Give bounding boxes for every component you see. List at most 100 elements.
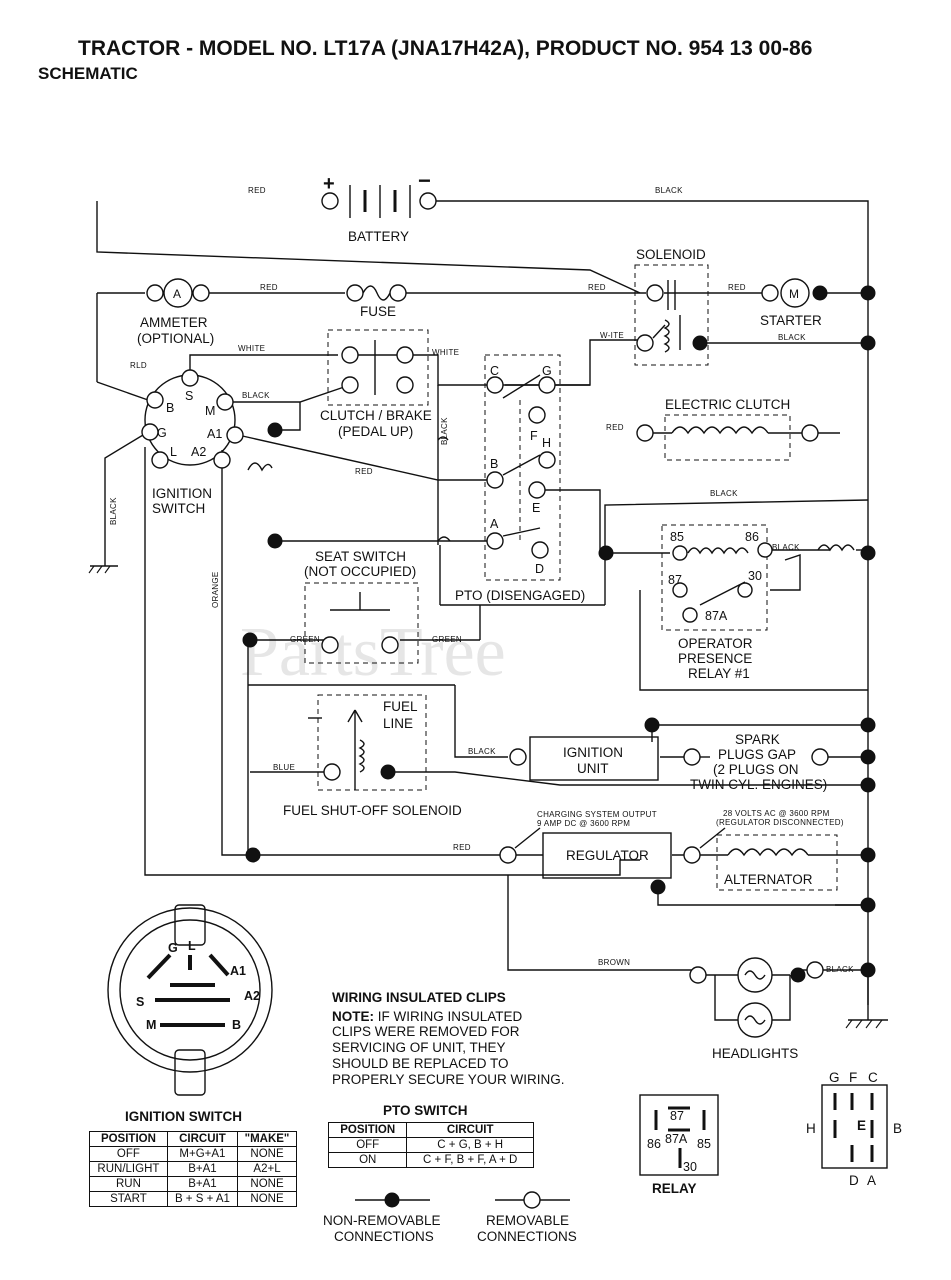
ignition-switch-label-2: SWITCH xyxy=(152,501,205,516)
regulator-label: REGULATOR xyxy=(566,848,649,863)
electric-clutch-label: ELECTRIC CLUTCH xyxy=(665,397,790,412)
op-relay-label-2: PRESENCE xyxy=(678,651,752,666)
solenoid: SOLENOID xyxy=(634,247,709,366)
svg-text:RLD: RLD xyxy=(130,361,147,370)
svg-text:BLACK: BLACK xyxy=(468,747,496,756)
electric-clutch: ELECTRIC CLUTCH xyxy=(636,397,840,461)
svg-text:(2 PLUGS ON: (2 PLUGS ON xyxy=(713,762,799,777)
spark-plugs: SPARK PLUGS GAP (2 PLUGS ON TWIN CYL. EN… xyxy=(690,732,829,792)
seat-switch: SEAT SWITCH (NOT OCCUPIED) xyxy=(267,533,419,664)
clutch-brake-switch: CLUTCH / BRAKE (PEDAL UP) xyxy=(267,329,432,439)
svg-text:CHARGING SYSTEM OUTPUT: CHARGING SYSTEM OUTPUT xyxy=(537,810,657,819)
headlights-label: HEADLIGHTS xyxy=(712,1046,798,1061)
solenoid-label: SOLENOID xyxy=(636,247,706,262)
alternator-label: ALTERNATOR xyxy=(724,872,813,887)
svg-text:RED: RED xyxy=(248,186,266,195)
svg-text:30: 30 xyxy=(748,569,762,583)
ignition-unit-label-1: IGNITION xyxy=(563,745,623,760)
svg-text:C: C xyxy=(868,1070,878,1085)
svg-text:BLACK: BLACK xyxy=(772,543,800,552)
svg-text:S: S xyxy=(185,389,193,403)
svg-text:RED: RED xyxy=(606,423,624,432)
svg-text:G: G xyxy=(829,1070,840,1085)
svg-text:F: F xyxy=(530,429,538,443)
starter-label: STARTER xyxy=(760,313,822,328)
alternator: ALTERNATOR 28 VOLTS AC @ 3600 RPM (REGUL… xyxy=(699,809,844,891)
note-heading: WIRING INSULATED CLIPS xyxy=(332,990,506,1005)
table-row: OFF M+G+A1 NONE xyxy=(89,1146,297,1162)
svg-text:D: D xyxy=(849,1173,859,1188)
svg-text:9 AMP DC @ 3600 RPM: 9 AMP DC @ 3600 RPM xyxy=(537,819,630,828)
svg-text:A1: A1 xyxy=(207,427,222,441)
junction-dots xyxy=(242,285,876,978)
op-relay-label-3: RELAY #1 xyxy=(688,666,750,681)
svg-text:A1: A1 xyxy=(230,964,246,978)
fuel-line-label-1: FUEL xyxy=(383,699,418,714)
svg-text:28 VOLTS AC @ 3600 RPM: 28 VOLTS AC @ 3600 RPM xyxy=(723,809,830,818)
svg-text:A: A xyxy=(490,517,499,531)
svg-text:BLACK: BLACK xyxy=(826,965,854,974)
svg-text:SERVICING OF UNIT, THEY: SERVICING OF UNIT, THEY xyxy=(332,1040,506,1055)
relay-label: RELAY xyxy=(652,1181,697,1196)
svg-text:RED: RED xyxy=(453,843,471,852)
ignition-switch: S B M G A1 L A2 IGNITION SWITCH xyxy=(141,369,244,516)
svg-text:BROWN: BROWN xyxy=(598,958,630,967)
svg-text:W-ITE: W-ITE xyxy=(600,331,624,340)
svg-text:S: S xyxy=(136,995,144,1009)
svg-text:CONNECTIONS: CONNECTIONS xyxy=(334,1229,434,1244)
pto-switch: C G F H B E A D PTO (DISENGAGED) xyxy=(455,354,585,603)
svg-text:BLACK: BLACK xyxy=(655,186,683,195)
fuel-shutoff-solenoid: FUEL LINE FUEL SHUT-OFF SOLENOID xyxy=(283,694,462,818)
svg-text:86: 86 xyxy=(745,530,759,544)
svg-text:BLACK: BLACK xyxy=(440,417,449,445)
ignition-switch-label-1: IGNITION xyxy=(152,486,212,501)
battery: + − BATTERY xyxy=(321,168,437,244)
battery-minus: − xyxy=(418,168,431,193)
ignition-switch-table: POSITION CIRCUIT "MAKE" OFF M+G+A1 NONE … xyxy=(89,1131,297,1207)
svg-text:(REGULATOR DISCONNECTED): (REGULATOR DISCONNECTED) xyxy=(716,818,844,827)
starter-symbol: M xyxy=(789,287,799,301)
fuel-line-label-2: LINE xyxy=(383,716,413,731)
svg-text:GREEN: GREEN xyxy=(290,635,320,644)
op-relay-label-1: OPERATOR xyxy=(678,636,753,651)
svg-text:PROPERLY SECURE YOUR WIRING.: PROPERLY SECURE YOUR WIRING. xyxy=(332,1072,565,1087)
svg-text:B: B xyxy=(490,457,498,471)
svg-text:D: D xyxy=(535,562,544,576)
svg-text:85: 85 xyxy=(670,530,684,544)
wires xyxy=(88,200,888,1029)
svg-text:E: E xyxy=(857,1118,866,1133)
svg-text:CONNECTIONS: CONNECTIONS xyxy=(477,1229,577,1244)
ammeter-symbol: A xyxy=(173,287,181,301)
svg-text:86: 86 xyxy=(647,1137,661,1151)
table-header: POSITION xyxy=(327,1122,408,1138)
svg-text:SHOULD BE REPLACED TO: SHOULD BE REPLACED TO xyxy=(332,1056,509,1071)
ignition-switch-face: G L A1 A2 S M B IGNITION SWITCH xyxy=(107,904,273,1124)
table-header: POSITION xyxy=(89,1131,168,1147)
svg-text:CLIPS WERE REMOVED FOR: CLIPS WERE REMOVED FOR xyxy=(332,1024,520,1039)
seat-switch-label: SEAT SWITCH xyxy=(315,549,406,564)
seat-not-occupied: (NOT OCCUPIED) xyxy=(304,564,416,579)
svg-text:E: E xyxy=(532,501,540,515)
svg-text:REMOVABLE: REMOVABLE xyxy=(486,1213,569,1228)
svg-text:RED: RED xyxy=(260,283,278,292)
svg-text:G: G xyxy=(542,364,552,378)
table-row: START B + S + A1 NONE xyxy=(89,1191,297,1207)
fuse: FUSE xyxy=(346,284,407,319)
clutch-brake-label: CLUTCH / BRAKE xyxy=(320,408,432,423)
svg-text:RED: RED xyxy=(588,283,606,292)
svg-text:TWIN CYL. ENGINES): TWIN CYL. ENGINES) xyxy=(690,777,827,792)
svg-text:WHITE: WHITE xyxy=(238,344,265,353)
svg-text:BLACK: BLACK xyxy=(109,497,118,525)
svg-text:B: B xyxy=(166,401,174,415)
pto-switch-table: POSITION CIRCUIT OFF C + G, B + H ON C +… xyxy=(327,1122,534,1168)
ammeter-label: AMMETER xyxy=(140,315,208,330)
svg-text:BLUE: BLUE xyxy=(273,763,295,772)
battery-label: BATTERY xyxy=(348,229,409,244)
svg-text:F: F xyxy=(849,1070,857,1085)
svg-text:M: M xyxy=(146,1018,156,1032)
connection-legend: NON-REMOVABLE CONNECTIONS REMOVABLE CONN… xyxy=(323,1191,577,1244)
svg-text:BLACK: BLACK xyxy=(710,489,738,498)
ammeter: A AMMETER (OPTIONAL) xyxy=(137,278,214,346)
pedal-up-label: (PEDAL UP) xyxy=(338,424,413,439)
